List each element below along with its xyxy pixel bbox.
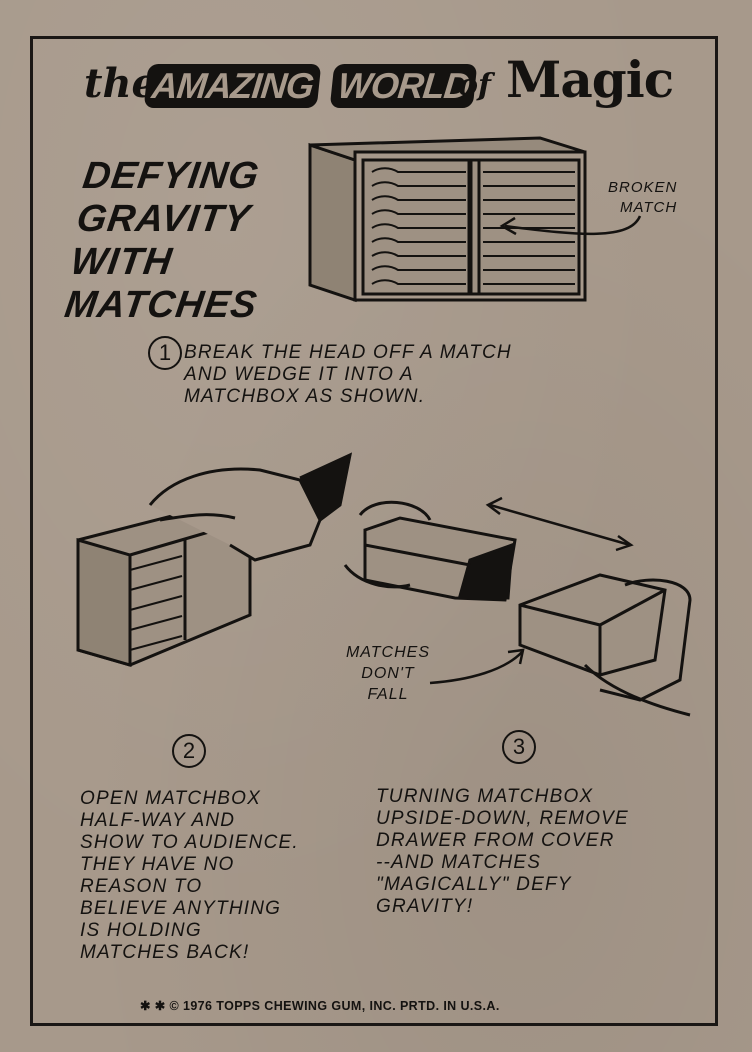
step-line: DRAWER FROM COVER [376,830,615,851]
step-line: TURNING MATCHBOX [376,786,594,807]
step-1-text: BREAK THE HEAD OFF A MATCH AND WEDGE IT … [184,342,512,408]
step-3-text: TURNING MATCHBOX UPSIDE-DOWN, REMOVE DRA… [376,786,629,918]
step-line: IS HOLDING [80,920,202,941]
step-line: "MAGICALLY" DEFY [376,874,572,895]
title-of: of [458,68,491,103]
step-line: GRAVITY! [376,896,474,917]
step-line: SHOW TO AUDIENCE. [80,832,299,853]
step-line: BREAK THE HEAD OFF A MATCH [184,342,512,363]
callout-line: BROKEN [608,179,678,196]
card-title: the AMAZING WORLD of Magic [80,48,674,118]
step-1-number: 1 [148,336,182,370]
step-line: OPEN MATCHBOX [80,788,261,809]
step-line: HALF-WAY AND [80,810,236,831]
matches-dont-fall-label: MATCHES DON'T FALL [328,642,448,705]
callout-line: MATCHES [345,644,431,661]
step-line: BELIEVE ANYTHING [80,898,282,919]
broken-match-label: BROKEN MATCH [608,178,677,218]
step-line: MATCHBOX AS SHOWN. [184,386,426,407]
step-line: THEY HAVE NO [80,854,235,875]
step-line: AND WEDGE IT INTO A [184,364,414,385]
step-line: REASON TO [80,876,203,897]
step-3-number: 3 [502,730,536,764]
callout-line: DON'T [361,665,415,682]
step-2-number: 2 [172,734,206,768]
callout-line: MATCH [620,199,678,216]
callout-line: FALL [367,686,409,703]
title-magic: Magic [506,50,674,109]
card-border [30,36,718,1026]
step-line: MATCHES BACK! [80,942,250,963]
step-line: UPSIDE-DOWN, REMOVE [376,808,629,829]
step-2-text: OPEN MATCHBOX HALF-WAY AND SHOW TO AUDIE… [80,788,299,964]
step-line: --AND MATCHES [376,852,542,873]
copyright-footer: ✱ ✱ © 1976 TOPPS CHEWING GUM, INC. PRTD.… [140,999,500,1013]
